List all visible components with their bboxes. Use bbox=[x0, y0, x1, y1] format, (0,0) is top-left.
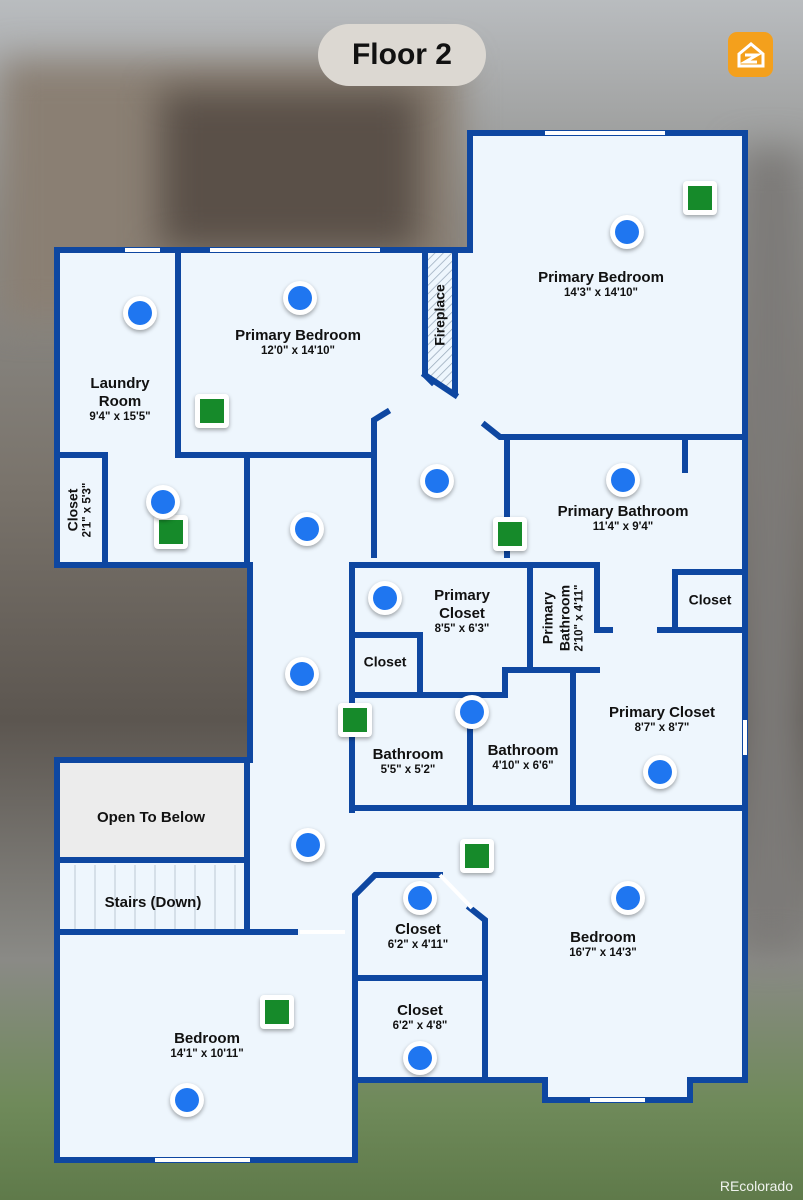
background-photo-window bbox=[160, 90, 420, 250]
photo-marker[interactable] bbox=[260, 995, 294, 1029]
hotspot-marker[interactable] bbox=[403, 1041, 437, 1075]
room-fireplace: Fireplace bbox=[431, 284, 448, 346]
photo-marker[interactable] bbox=[195, 394, 229, 428]
background-photo-side bbox=[740, 150, 803, 950]
windows bbox=[125, 131, 747, 1162]
hotspot-marker[interactable] bbox=[606, 463, 640, 497]
hotspot-marker[interactable] bbox=[611, 881, 645, 915]
hotspot-marker[interactable] bbox=[610, 215, 644, 249]
hotspot-marker[interactable] bbox=[283, 281, 317, 315]
hotspot-marker[interactable] bbox=[123, 296, 157, 330]
hotspot-marker[interactable] bbox=[455, 695, 489, 729]
photo-marker[interactable] bbox=[460, 839, 494, 873]
photo-marker[interactable] bbox=[154, 515, 188, 549]
hotspot-marker[interactable] bbox=[146, 485, 180, 519]
hotspot-marker[interactable] bbox=[170, 1083, 204, 1117]
fireplace-hatch bbox=[428, 253, 452, 393]
room-open-to-below: Open To Below bbox=[96, 809, 206, 826]
room-closet-right: Closet bbox=[688, 591, 732, 608]
hotspot-marker[interactable] bbox=[420, 464, 454, 498]
hotspot-marker[interactable] bbox=[285, 657, 319, 691]
room-stairs: Stairs (Down) bbox=[104, 894, 202, 911]
floor-selector[interactable]: Floor 2 bbox=[318, 24, 486, 86]
room-closet-small: Closet bbox=[363, 653, 407, 670]
hotspot-marker[interactable] bbox=[643, 755, 677, 789]
photo-marker[interactable] bbox=[338, 703, 372, 737]
photo-marker[interactable] bbox=[683, 181, 717, 215]
floor-label: Floor 2 bbox=[351, 38, 452, 71]
hotspot-marker[interactable] bbox=[368, 581, 402, 615]
watermark: REcolorado bbox=[719, 1178, 793, 1194]
hotspot-marker[interactable] bbox=[290, 512, 324, 546]
photo-marker[interactable] bbox=[493, 517, 527, 551]
hotspot-marker[interactable] bbox=[403, 881, 437, 915]
hotspot-marker[interactable] bbox=[291, 828, 325, 862]
brand-logo-icon[interactable] bbox=[728, 32, 773, 77]
